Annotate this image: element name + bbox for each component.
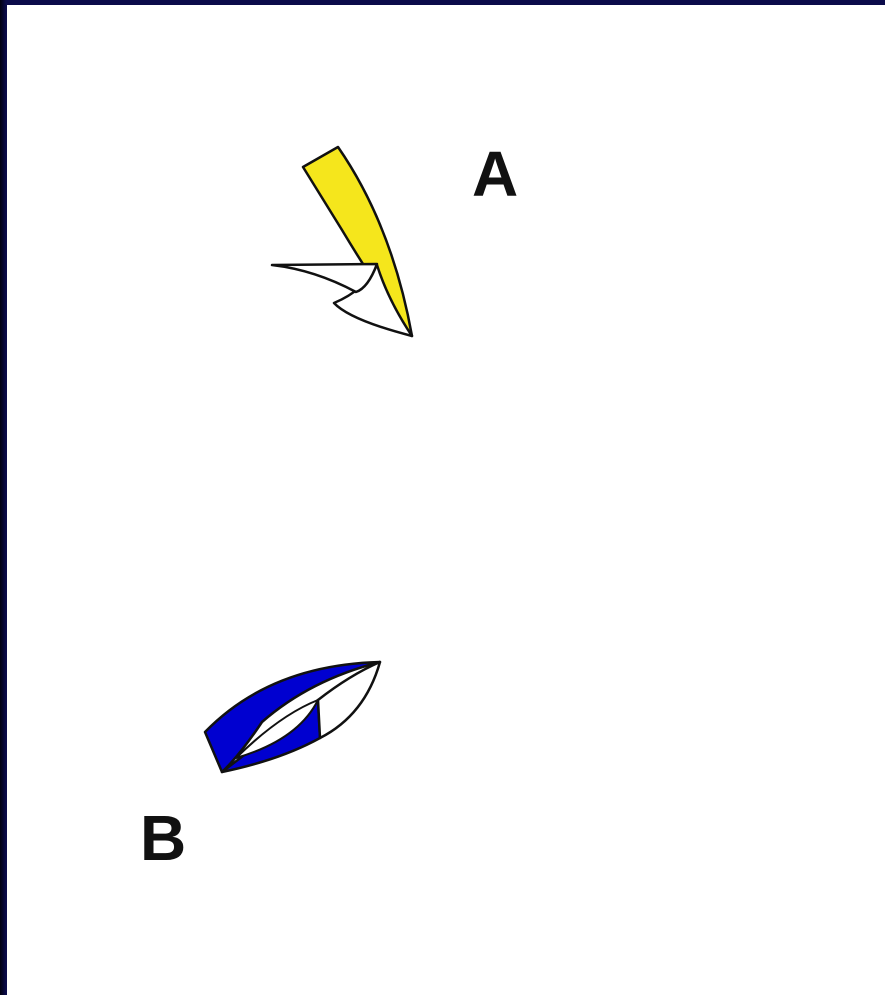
boat-a-mainsail <box>272 264 377 292</box>
boat-a <box>272 147 412 336</box>
boat-a-label: A <box>472 142 518 206</box>
boat-b <box>205 662 380 772</box>
boat-b-label: B <box>140 806 186 870</box>
